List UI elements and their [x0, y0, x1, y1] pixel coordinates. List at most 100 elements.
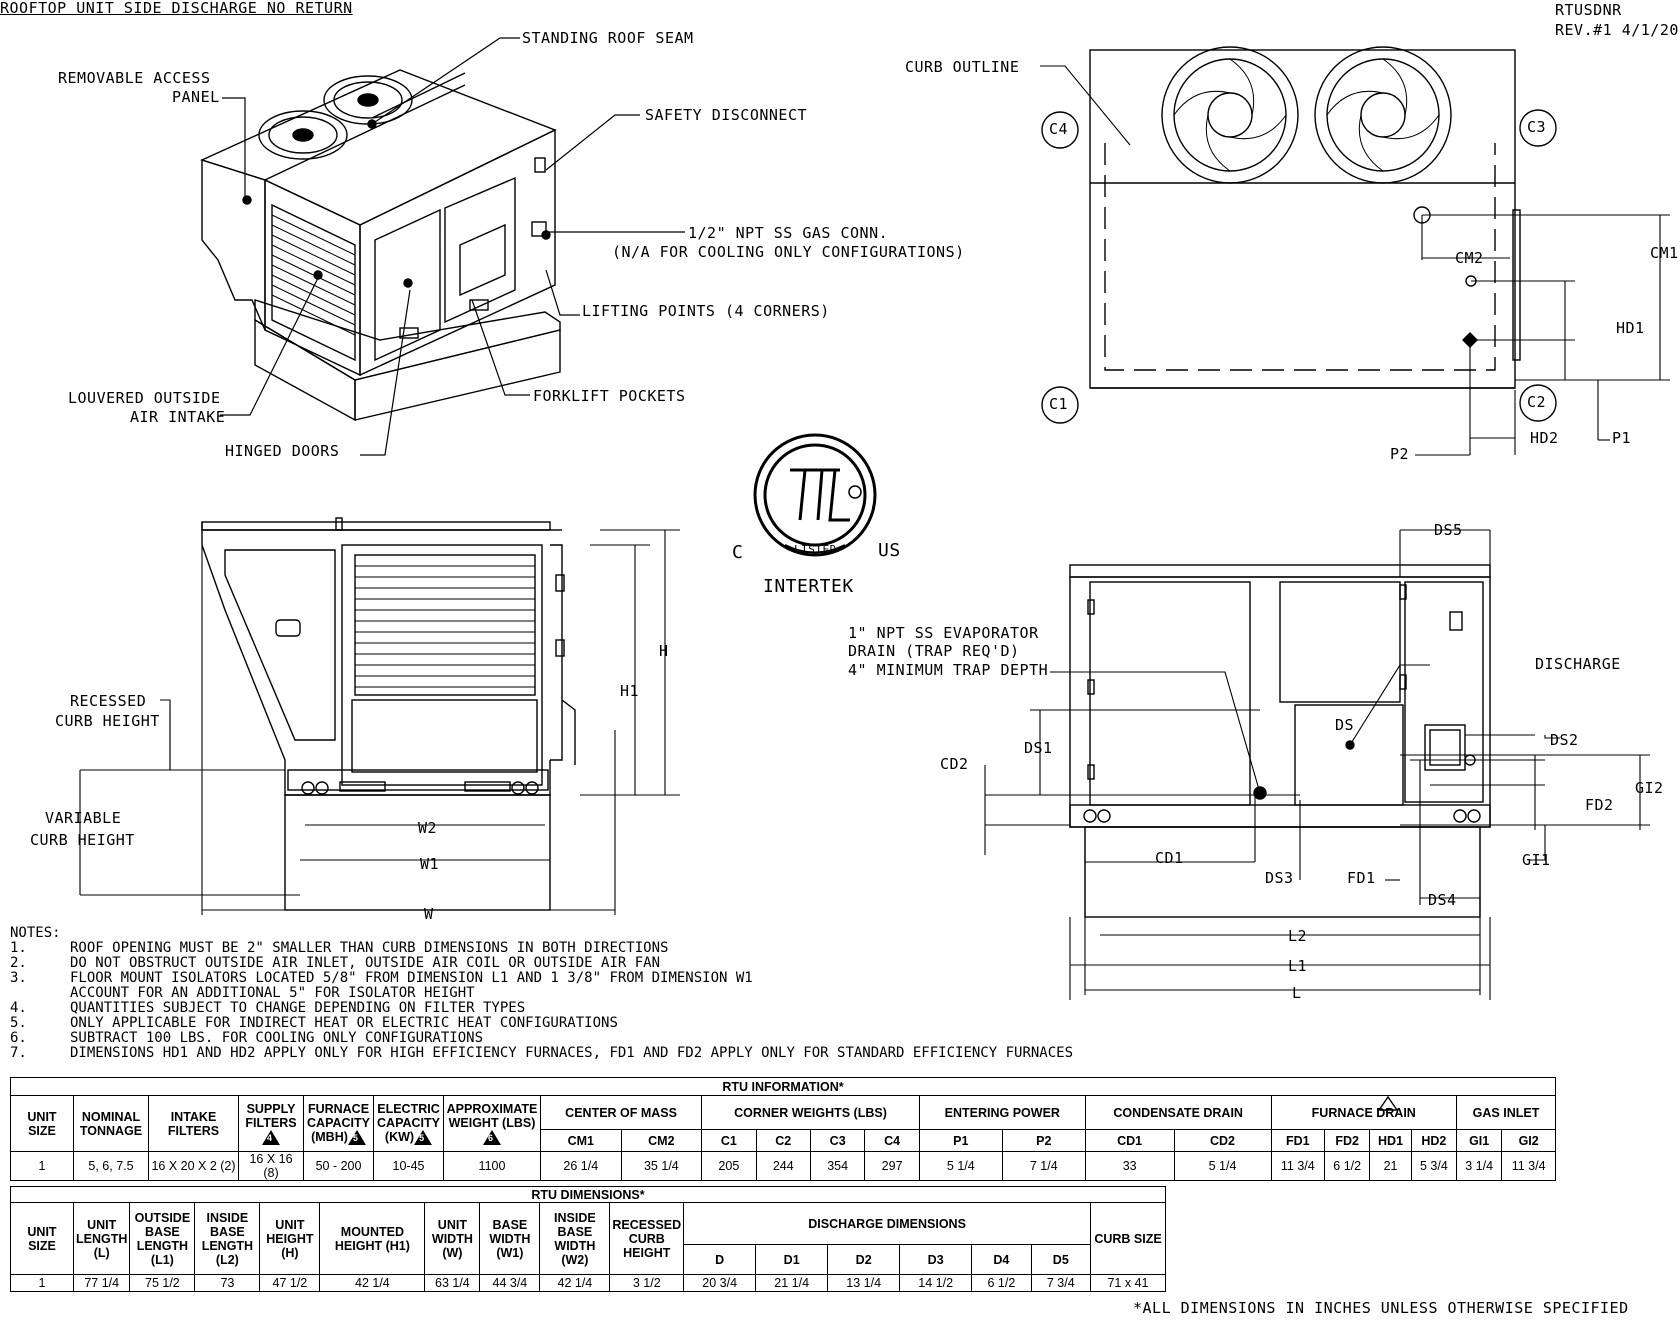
th-c4: C4	[864, 1129, 920, 1152]
callout-curb-outline: CURB OUTLINE	[905, 58, 1020, 76]
th-center-of-mass: CENTER OF MASS	[539, 1095, 703, 1130]
th-unit-size: UNIT SIZE	[10, 1202, 74, 1275]
dim-hd1: HD1	[1616, 319, 1645, 337]
th-unit-length: UNIT LENGTH (L)	[72, 1202, 131, 1275]
th-recessed-curb-height: RECESSED CURB HEIGHT	[609, 1202, 685, 1275]
info-table-title: RTU INFORMATION*	[10, 1077, 1556, 1096]
th-intake: INTAKE FILTERS	[148, 1095, 239, 1152]
note-triangle-icon: 6	[483, 1130, 501, 1146]
th-unit-width: UNIT WIDTH (W)	[424, 1202, 481, 1275]
dim-p2: P2	[1390, 445, 1410, 463]
callout-recessed-2: CURB HEIGHT	[55, 712, 160, 730]
cell: 7 3/4	[1030, 1274, 1092, 1292]
note-triangle-icon: 5	[414, 1130, 433, 1146]
note-item: 5.ONLY APPLICABLE FOR INDIRECT HEAT OR E…	[10, 1015, 618, 1031]
th-unit-size: UNIT SIZE	[10, 1095, 74, 1152]
dim-cm2: CM2	[1455, 249, 1484, 267]
dim-c4: C4	[1049, 120, 1069, 138]
dim-l1: L1	[1288, 957, 1308, 975]
cell: 5 1/4	[918, 1151, 1003, 1181]
dim-gi2: GI2	[1635, 779, 1664, 797]
cell: 5 1/4	[1173, 1151, 1272, 1181]
cell: 3 1/2	[609, 1274, 685, 1292]
dim-fd2: FD2	[1585, 796, 1614, 814]
dim-h1: H1	[620, 682, 640, 700]
th-curb-size: CURB SIZE	[1090, 1202, 1166, 1275]
etl-c: C	[732, 542, 744, 563]
rtu-information-table: RTU INFORMATION* UNIT SIZE NOMINAL TONNA…	[10, 1077, 1556, 1181]
th-furnace-drain: FURNACE DRAIN	[1270, 1095, 1458, 1130]
callout-recessed-1: RECESSED	[70, 692, 147, 710]
notes-block: NOTES: 1.ROOF OPENING MUST BE 2" SMALLER…	[10, 926, 1073, 1061]
dim-w: W	[424, 905, 434, 923]
dim-cd1: CD1	[1155, 849, 1184, 867]
callout-variable-1: VARIABLE	[45, 809, 122, 827]
th-hd2: HD2	[1410, 1129, 1458, 1152]
cell: 11 3/4	[1270, 1151, 1326, 1181]
cell: 5 3/4	[1410, 1151, 1458, 1181]
cell: 63 1/4	[424, 1274, 481, 1292]
dim-ds4: DS4	[1428, 891, 1457, 909]
dim-l: L	[1292, 984, 1302, 1002]
th-cd2: CD2	[1173, 1129, 1272, 1152]
th-entering-power: ENTERING POWER	[918, 1095, 1086, 1130]
dim-ds: DS	[1335, 716, 1355, 734]
callout-discharge: DISCHARGE	[1535, 655, 1621, 673]
drawing-title: ROOFTOP UNIT SIDE DISCHARGE NO RETURN	[0, 0, 353, 17]
callout-gas-conn-2: (N/A FOR COOLING ONLY CONFIGURATIONS)	[612, 243, 965, 261]
cell: 244	[755, 1151, 811, 1181]
th-fd1: FD1	[1270, 1129, 1326, 1152]
cell: 6 1/2	[971, 1274, 1032, 1292]
cell: 75 1/2	[129, 1274, 196, 1292]
th-unit-height: UNIT HEIGHT (H)	[259, 1202, 321, 1275]
cell: 42 1/4	[539, 1274, 611, 1292]
revision: REV.#1 4/1/20	[1555, 21, 1679, 39]
note-triangle-icon: 5	[347, 1130, 366, 1146]
dim-w2: W2	[418, 819, 438, 837]
etl-listed: LISTED	[794, 543, 837, 556]
th-cm2: CM2	[620, 1129, 703, 1152]
note-item: 3.FLOOR MOUNT ISOLATORS LOCATED 5/8" FRO…	[10, 970, 753, 986]
th-approx: APPROXIMATE WEIGHT (LBS)6	[443, 1095, 541, 1152]
note-item: 4.QUANTITIES SUBJECT TO CHANGE DEPENDING…	[10, 1000, 526, 1016]
isometric-view	[200, 37, 685, 456]
cell: 1100	[443, 1151, 541, 1181]
etl-us: US	[878, 540, 901, 561]
th-p2: P2	[1001, 1129, 1086, 1152]
th-gi1: GI1	[1456, 1129, 1503, 1152]
cell: 14 1/2	[899, 1274, 973, 1292]
th-d2: D2	[827, 1244, 901, 1275]
front-elevation	[79, 517, 680, 915]
th-d4: D4	[971, 1244, 1032, 1275]
th-condensate: CONDENSATE DRAIN	[1084, 1095, 1272, 1130]
dim-ds2: DS2	[1550, 731, 1579, 749]
dim-h: H	[659, 642, 669, 660]
cell: 21 1/4	[755, 1274, 829, 1292]
cell: 16 X 16 (8)	[238, 1151, 304, 1181]
th-discharge-dimensions: DISCHARGE DIMENSIONS	[683, 1202, 1091, 1245]
cell: 10-45	[373, 1151, 444, 1181]
th-corner-weights: CORNER WEIGHTS (LBS)	[701, 1095, 920, 1130]
th-inside-base-length: INSIDE BASE LENGTH (L2)	[194, 1202, 261, 1275]
callout-removable-access-2: PANEL	[172, 88, 220, 106]
etl-logo-mark	[753, 433, 877, 557]
th-c1: C1	[701, 1129, 757, 1152]
dim-c3: C3	[1527, 118, 1547, 136]
dim-hd2: HD2	[1530, 429, 1559, 447]
callout-evap-3: 4" MINIMUM TRAP DEPTH	[848, 661, 1049, 679]
cell: 71 x 41	[1090, 1274, 1166, 1292]
note-item: 7.DIMENSIONS HD1 AND HD2 APPLY ONLY FOR …	[10, 1045, 1074, 1061]
dim-w1: W1	[420, 855, 440, 873]
cell: 354	[809, 1151, 866, 1181]
th-fd2: FD2	[1324, 1129, 1371, 1152]
th-c3: C3	[809, 1129, 866, 1152]
doc-id: RTUSDNR	[1555, 1, 1622, 19]
th-furnace: FURNACE CAPACITY (MBH)5	[303, 1095, 374, 1152]
side-elevation	[984, 529, 1650, 1000]
callout-louvered-1: LOUVERED OUTSIDE	[68, 389, 221, 407]
callout-forklift: FORKLIFT POCKETS	[533, 387, 686, 405]
dim-c1: C1	[1049, 395, 1069, 413]
dim-ds1: DS1	[1024, 739, 1053, 757]
plan-view	[1040, 46, 1670, 456]
cell: 35 1/4	[620, 1151, 703, 1181]
